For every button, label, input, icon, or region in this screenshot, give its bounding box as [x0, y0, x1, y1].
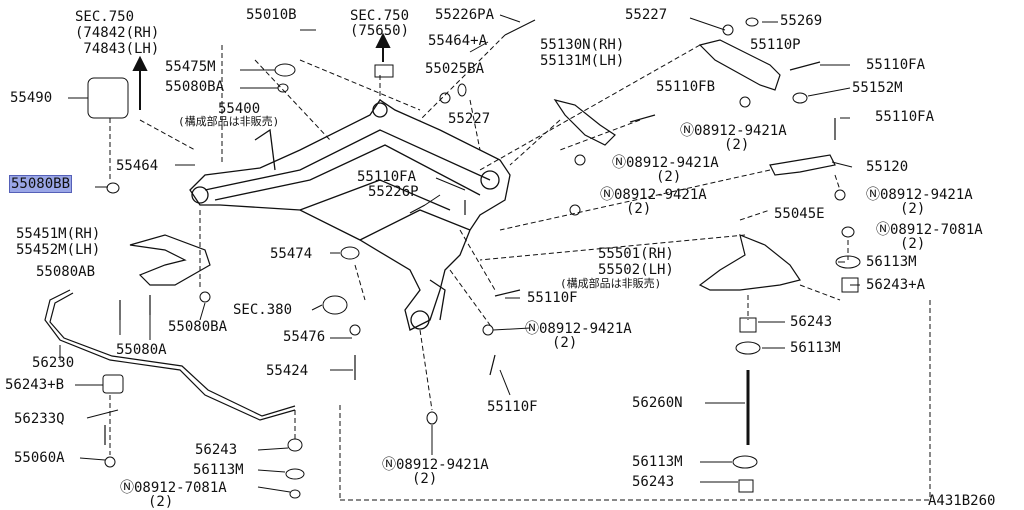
part-55080a: 55080A — [116, 342, 167, 358]
part-55227-mid: 55227 — [448, 111, 491, 127]
part-55226p: 55226P — [368, 184, 419, 200]
part-55080ba-bot: 55080BA — [168, 319, 228, 335]
nut-08912-9421a-4-qty: (2) — [900, 201, 926, 217]
part-56230: 56230 — [32, 355, 75, 371]
bushing-56243b-part — [102, 374, 124, 394]
nut-08912-9421a-3-qty: (2) — [626, 201, 652, 217]
part-55490: 55490 — [10, 90, 53, 106]
part-55110f-mid: 55110F — [527, 290, 578, 306]
sec750-ref-b: SEC.750 — [350, 8, 410, 24]
part-55476: 55476 — [283, 329, 326, 345]
part-55502-note: (構成部品は非販売) — [560, 277, 662, 290]
part-55464a: 55464+A — [428, 33, 488, 49]
part-55451m: 55451M(RH) — [16, 226, 101, 242]
part-55400: 55400 — [218, 101, 261, 117]
part-55502: 55502(LH) — [598, 262, 674, 278]
nut-08912-9421a-5-qty: (2) — [552, 335, 578, 351]
nut-08912-9421a-2: Ⓝ08912-9421A — [612, 155, 719, 171]
part-56243b: 56243+B — [5, 377, 65, 393]
leader-lines-dashed — [109, 34, 931, 501]
part-55025ba: 55025BA — [425, 61, 485, 77]
part-56233q: 56233Q — [14, 411, 65, 427]
nut-08912-9421a-4: Ⓝ08912-9421A — [866, 187, 973, 203]
nut-08912-9421a-6: Ⓝ08912-9421A — [382, 457, 489, 473]
arms-outline — [44, 39, 836, 421]
part-55110fa-top: 55110FA — [866, 57, 926, 73]
part-55110fb: 55110FB — [656, 79, 716, 95]
nut-08912-9421a-6-qty: (2) — [412, 471, 438, 487]
part-55400-note: (構成部品は非販売) — [178, 115, 280, 128]
part-56243-bot: 56243 — [195, 442, 238, 458]
nut-08912-7081a-1: Ⓝ08912-7081A — [876, 222, 983, 238]
part-55424: 55424 — [266, 363, 309, 379]
sec750-ref-b-num: (75650) — [350, 23, 410, 39]
sec750-ref-a-rh: (74842(RH) — [75, 25, 160, 41]
part-56113m-r2: 56113M — [790, 340, 841, 356]
nut-08912-9421a-1: Ⓝ08912-9421A — [680, 123, 787, 139]
part-55010b: 55010B — [246, 7, 297, 23]
part-55080bb-highlighted[interactable]: 55080BB — [8, 175, 73, 193]
part-55152m: 55152M — [852, 80, 903, 96]
highlight-55080bb[interactable]: 55080BB — [8, 175, 73, 193]
part-55110f-bot: 55110F — [487, 399, 538, 415]
nut-08912-9421a-1-qty: (2) — [724, 137, 750, 153]
part-56260n: 56260N — [632, 395, 683, 411]
diagram-id: A431B260 — [928, 493, 996, 509]
leader-lines — [59, 14, 860, 493]
part-56243a: 56243+A — [866, 277, 926, 293]
small-parts — [87, 17, 861, 499]
part-56243-r: 56243 — [790, 314, 833, 330]
part-55452m: 55452M(LH) — [16, 242, 101, 258]
part-56243-r2: 56243 — [632, 474, 675, 490]
part-55110fa-right: 55110FA — [875, 109, 935, 125]
part-56113m-r1: 56113M — [866, 254, 917, 270]
direction-arrows — [132, 32, 391, 110]
part-55130n: 55130N(RH) — [540, 37, 625, 53]
part-55227-top: 55227 — [625, 7, 668, 23]
part-56113m-r3: 56113M — [632, 454, 683, 470]
sec750-ref-a-lh: 74843(LH) — [75, 41, 160, 57]
nut-08912-9421a-3: Ⓝ08912-9421A — [600, 187, 707, 203]
part-55045e: 55045E — [774, 206, 825, 222]
part-55120: 55120 — [866, 159, 909, 175]
part-56113m-bot: 56113M — [193, 462, 244, 478]
part-55080ba-top: 55080BA — [165, 79, 225, 95]
part-55060a: 55060A — [14, 450, 65, 466]
washer-55475m-part — [274, 63, 296, 77]
nut-08912-9421a-2-qty: (2) — [656, 169, 682, 185]
part-55501: 55501(RH) — [598, 246, 674, 262]
part-55080ab: 55080AB — [36, 264, 96, 280]
nut-08912-9421a-5: Ⓝ08912-9421A — [525, 321, 632, 337]
sec380-part — [322, 295, 348, 315]
part-55226pa: 55226PA — [435, 7, 495, 23]
part-55110fa-mid: 55110FA — [357, 169, 417, 185]
sec380-ref: SEC.380 — [233, 302, 293, 318]
sec750-ref-a: SEC.750 — [75, 9, 135, 25]
part-55475m: 55475M — [165, 59, 216, 75]
bolts — [104, 19, 836, 445]
part-55269: 55269 — [780, 13, 823, 29]
nut-08912-7081a-1-qty: (2) — [900, 236, 926, 252]
mount-55464a-part — [374, 64, 394, 78]
subframe-outline — [189, 99, 511, 331]
part-55464: 55464 — [116, 158, 159, 174]
nut-08912-7081a-2-qty: (2) — [148, 494, 174, 510]
part-55474: 55474 — [270, 246, 313, 262]
bushing-55490-part — [87, 77, 129, 119]
part-55110p: 55110P — [750, 37, 801, 53]
part-55131m: 55131M(LH) — [540, 53, 625, 69]
nut-08912-7081a-2: Ⓝ08912-7081A — [120, 480, 227, 496]
